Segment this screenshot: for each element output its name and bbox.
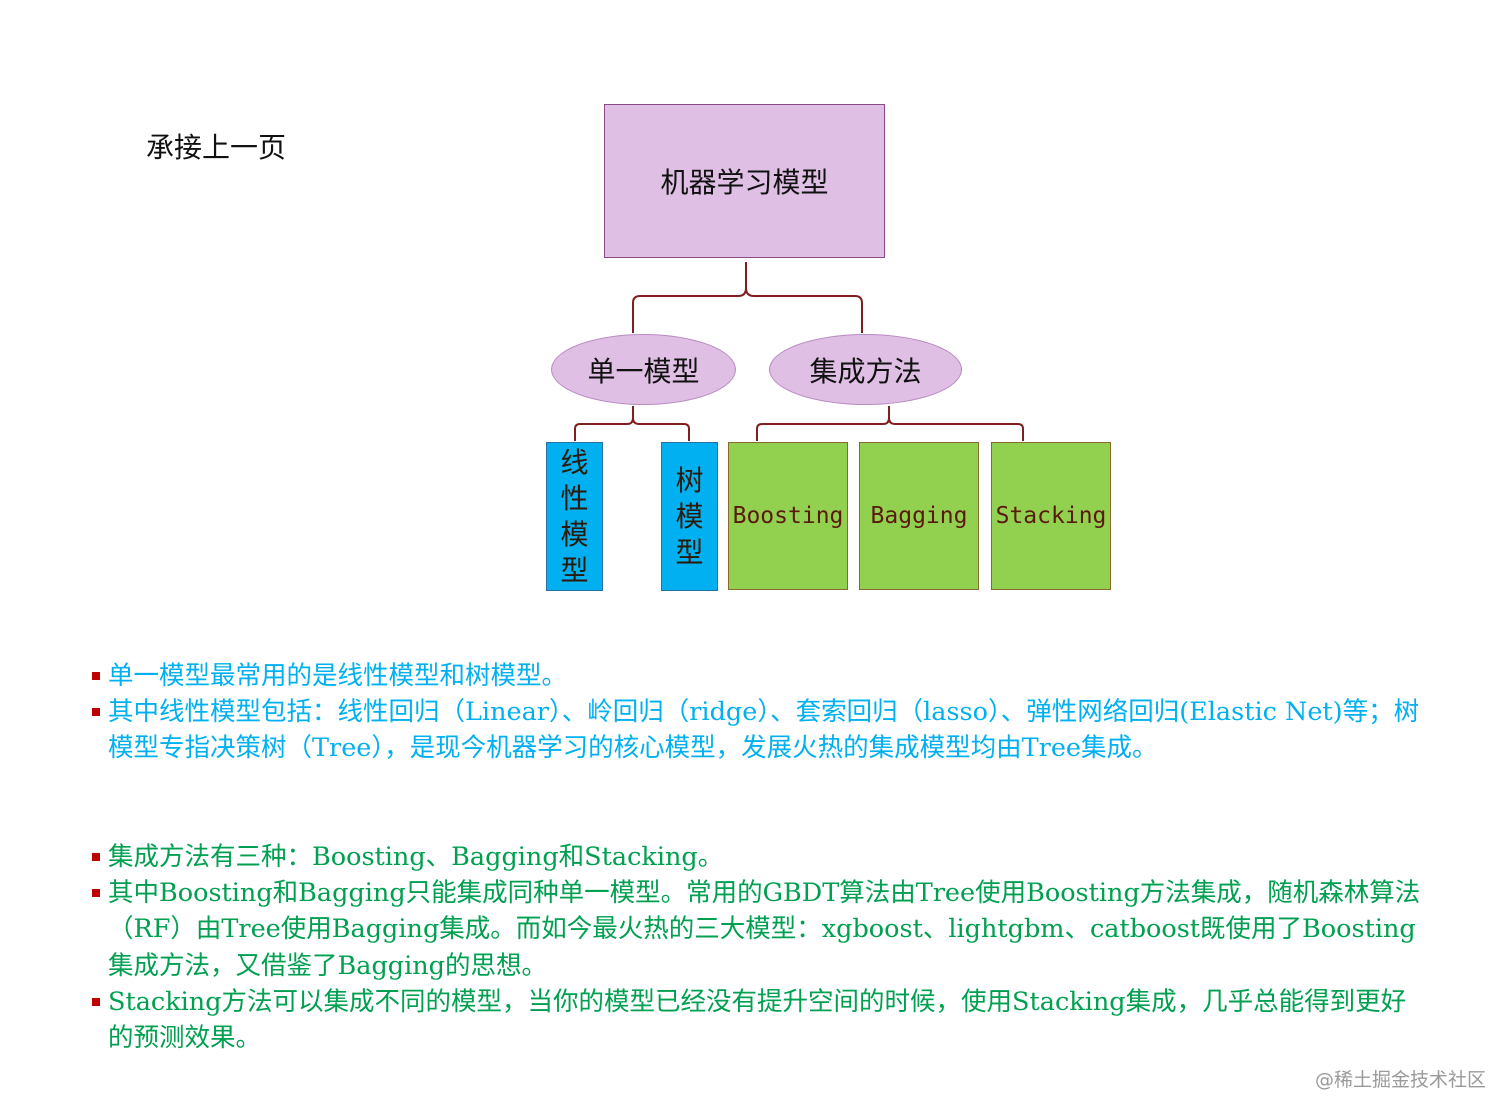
list-item: Stacking方法可以集成不同的模型，当你的模型已经没有提升空间的时候，使用S…: [90, 984, 1430, 1056]
boosting-label: Boosting: [732, 503, 844, 529]
bagging-node: Bagging: [859, 442, 979, 590]
ensemble-method-notes: 集成方法有三种：Boosting、Bagging和Stacking。 其中Boo…: [90, 839, 1430, 1056]
bullet-text: 其中线性模型包括：线性回归（Linear）、岭回归（ridge）、套索回归（la…: [108, 697, 1420, 764]
single-model-notes: 单一模型最常用的是线性模型和树模型。 其中线性模型包括：线性回归（Linear）…: [90, 658, 1430, 767]
boosting-node: Boosting: [728, 442, 848, 590]
single-model-node: 单一模型: [551, 334, 736, 405]
linear-char: 模: [560, 517, 589, 551]
tree-char: 树: [675, 463, 704, 497]
stacking-node: Stacking: [991, 442, 1111, 590]
tree-model-node: 树 模 型: [661, 442, 718, 591]
bullet-marker: [92, 672, 100, 680]
bullet-marker: [92, 997, 100, 1006]
bagging-label: Bagging: [870, 503, 968, 529]
linear-model-node: 线 性 模 型: [546, 442, 603, 591]
root-label: 机器学习模型: [660, 166, 829, 199]
bullet-marker: [92, 853, 100, 861]
ensemble-method-label: 集成方法: [809, 354, 922, 388]
brace-root: [632, 262, 863, 333]
list-item: 其中线性模型包括：线性回归（Linear）、岭回归（ridge）、套索回归（la…: [90, 694, 1430, 766]
bullet-text: Stacking方法可以集成不同的模型，当你的模型已经没有提升空间的时候，使用S…: [108, 986, 1407, 1054]
stacking-label: Stacking: [995, 503, 1107, 529]
watermark: @稀土掘金技术社区: [1314, 1069, 1486, 1091]
bullet-marker: [92, 889, 100, 898]
tree-char: 型: [675, 535, 704, 569]
list-item: 单一模型最常用的是线性模型和树模型。: [90, 658, 1430, 694]
list-item: 集成方法有三种：Boosting、Bagging和Stacking。: [90, 839, 1430, 875]
linear-char: 性: [560, 481, 589, 515]
ensemble-method-node: 集成方法: [769, 334, 962, 405]
continued-note: 承接上一页: [146, 131, 287, 164]
root-node: 机器学习模型: [604, 104, 885, 258]
tree-char: 模: [675, 499, 704, 533]
bullet-text: 其中Boosting和Bagging只能集成同种单一模型。常用的GBDT算法由T…: [108, 878, 1421, 981]
linear-char: 线: [560, 445, 589, 479]
brace-single: [574, 406, 690, 441]
linear-char: 型: [560, 553, 589, 587]
brace-ensemble: [756, 406, 1024, 441]
bullet-marker: [92, 708, 100, 717]
bullet-text: 集成方法有三种：Boosting、Bagging和Stacking。: [108, 842, 724, 872]
bullet-text: 单一模型最常用的是线性模型和树模型。: [108, 661, 568, 691]
single-model-label: 单一模型: [587, 354, 700, 388]
list-item: 其中Boosting和Bagging只能集成同种单一模型。常用的GBDT算法由T…: [90, 875, 1430, 984]
